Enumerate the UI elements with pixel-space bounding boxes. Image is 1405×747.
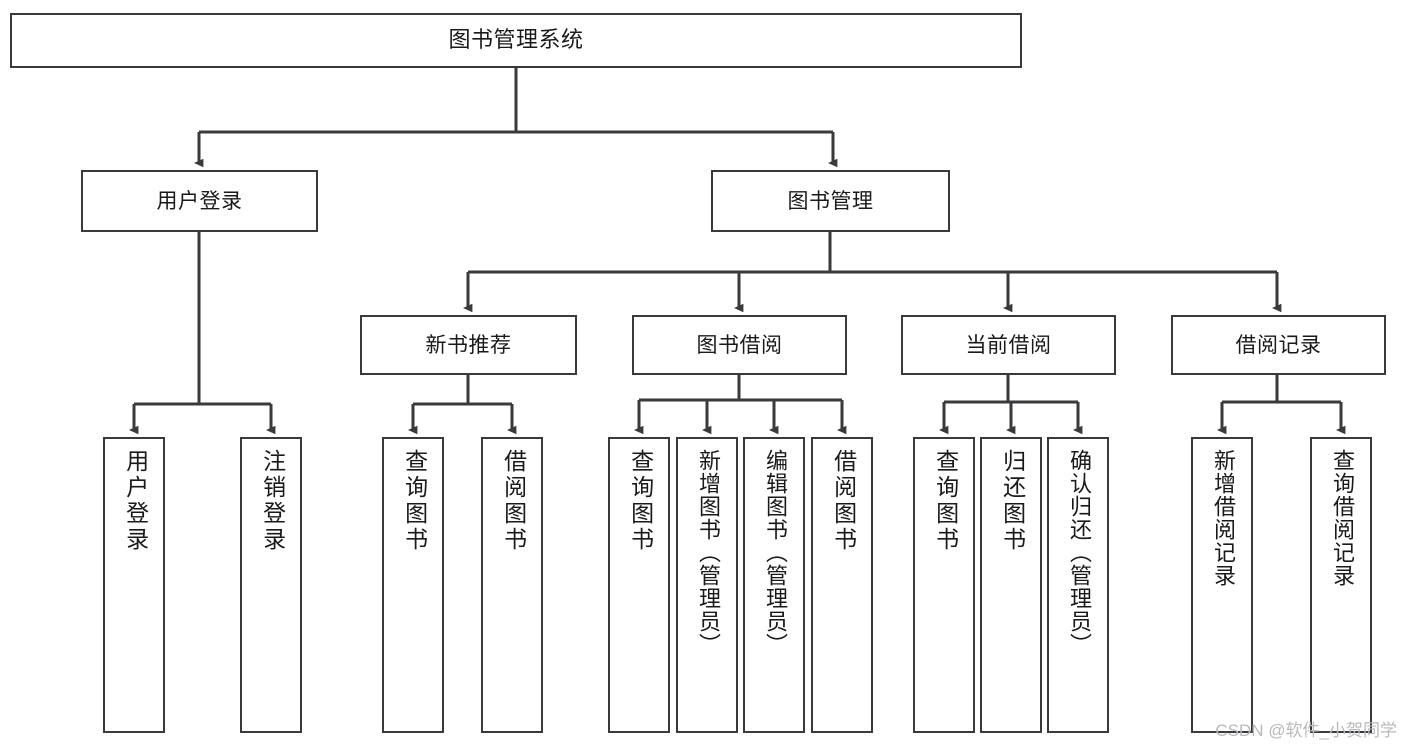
node-label: 用户登录 [156, 188, 243, 213]
node-label: 新增图书（管理员） [694, 449, 720, 656]
leaf-query-book-borrow[interactable]: 查询图书 [608, 437, 670, 733]
leaf-add-borrow-record[interactable]: 新增借阅记录 [1191, 437, 1253, 733]
leaf-user-login[interactable]: 用户登录 [103, 437, 165, 733]
node-label: 新增借阅记录 [1209, 449, 1235, 587]
leaf-logout-login[interactable]: 注销登录 [240, 437, 302, 733]
node-book-borrow[interactable]: 图书借阅 [632, 315, 847, 375]
node-label: 查询图书 [931, 449, 958, 553]
node-label: 归还图书 [998, 449, 1025, 553]
node-label: 用户登录 [121, 449, 148, 553]
node-label: 新书推荐 [425, 332, 512, 357]
leaf-borrow-book-recommend[interactable]: 借阅图书 [481, 437, 543, 733]
node-label: 图书管理 [787, 188, 874, 213]
node-root-book-management-system[interactable]: 图书管理系统 [10, 13, 1022, 68]
leaf-confirm-return-admin[interactable]: 确认归还（管理员） [1047, 437, 1109, 733]
node-borrow-record[interactable]: 借阅记录 [1171, 315, 1386, 375]
node-label: 编辑图书（管理员） [761, 449, 787, 656]
node-label: 确认归还（管理员） [1065, 449, 1091, 656]
node-label: 图书管理系统 [448, 27, 584, 53]
node-label: 查询图书 [626, 449, 653, 553]
leaf-query-borrow-record[interactable]: 查询借阅记录 [1310, 437, 1372, 733]
node-label: 借阅图书 [829, 449, 856, 553]
node-label: 借阅图书 [499, 449, 526, 553]
node-current-borrow[interactable]: 当前借阅 [901, 315, 1116, 375]
leaf-query-book-recommend[interactable]: 查询图书 [382, 437, 444, 733]
node-new-book-recommend[interactable]: 新书推荐 [360, 315, 577, 375]
watermark: CSDN @软件_小贺同学 [1215, 721, 1397, 740]
node-label: 查询借阅记录 [1328, 449, 1354, 587]
leaf-edit-book-admin[interactable]: 编辑图书（管理员） [743, 437, 805, 733]
leaf-query-book-current[interactable]: 查询图书 [913, 437, 975, 733]
node-label: 注销登录 [258, 449, 285, 553]
node-label: 借阅记录 [1235, 332, 1322, 357]
leaf-borrow-book[interactable]: 借阅图书 [811, 437, 873, 733]
leaf-add-book-admin[interactable]: 新增图书（管理员） [676, 437, 738, 733]
node-user-login[interactable]: 用户登录 [81, 170, 318, 232]
node-label: 查询图书 [400, 449, 427, 553]
leaf-return-book[interactable]: 归还图书 [980, 437, 1042, 733]
node-label: 图书借阅 [696, 332, 783, 357]
node-book-management[interactable]: 图书管理 [711, 170, 950, 232]
node-label: 当前借阅 [965, 332, 1052, 357]
